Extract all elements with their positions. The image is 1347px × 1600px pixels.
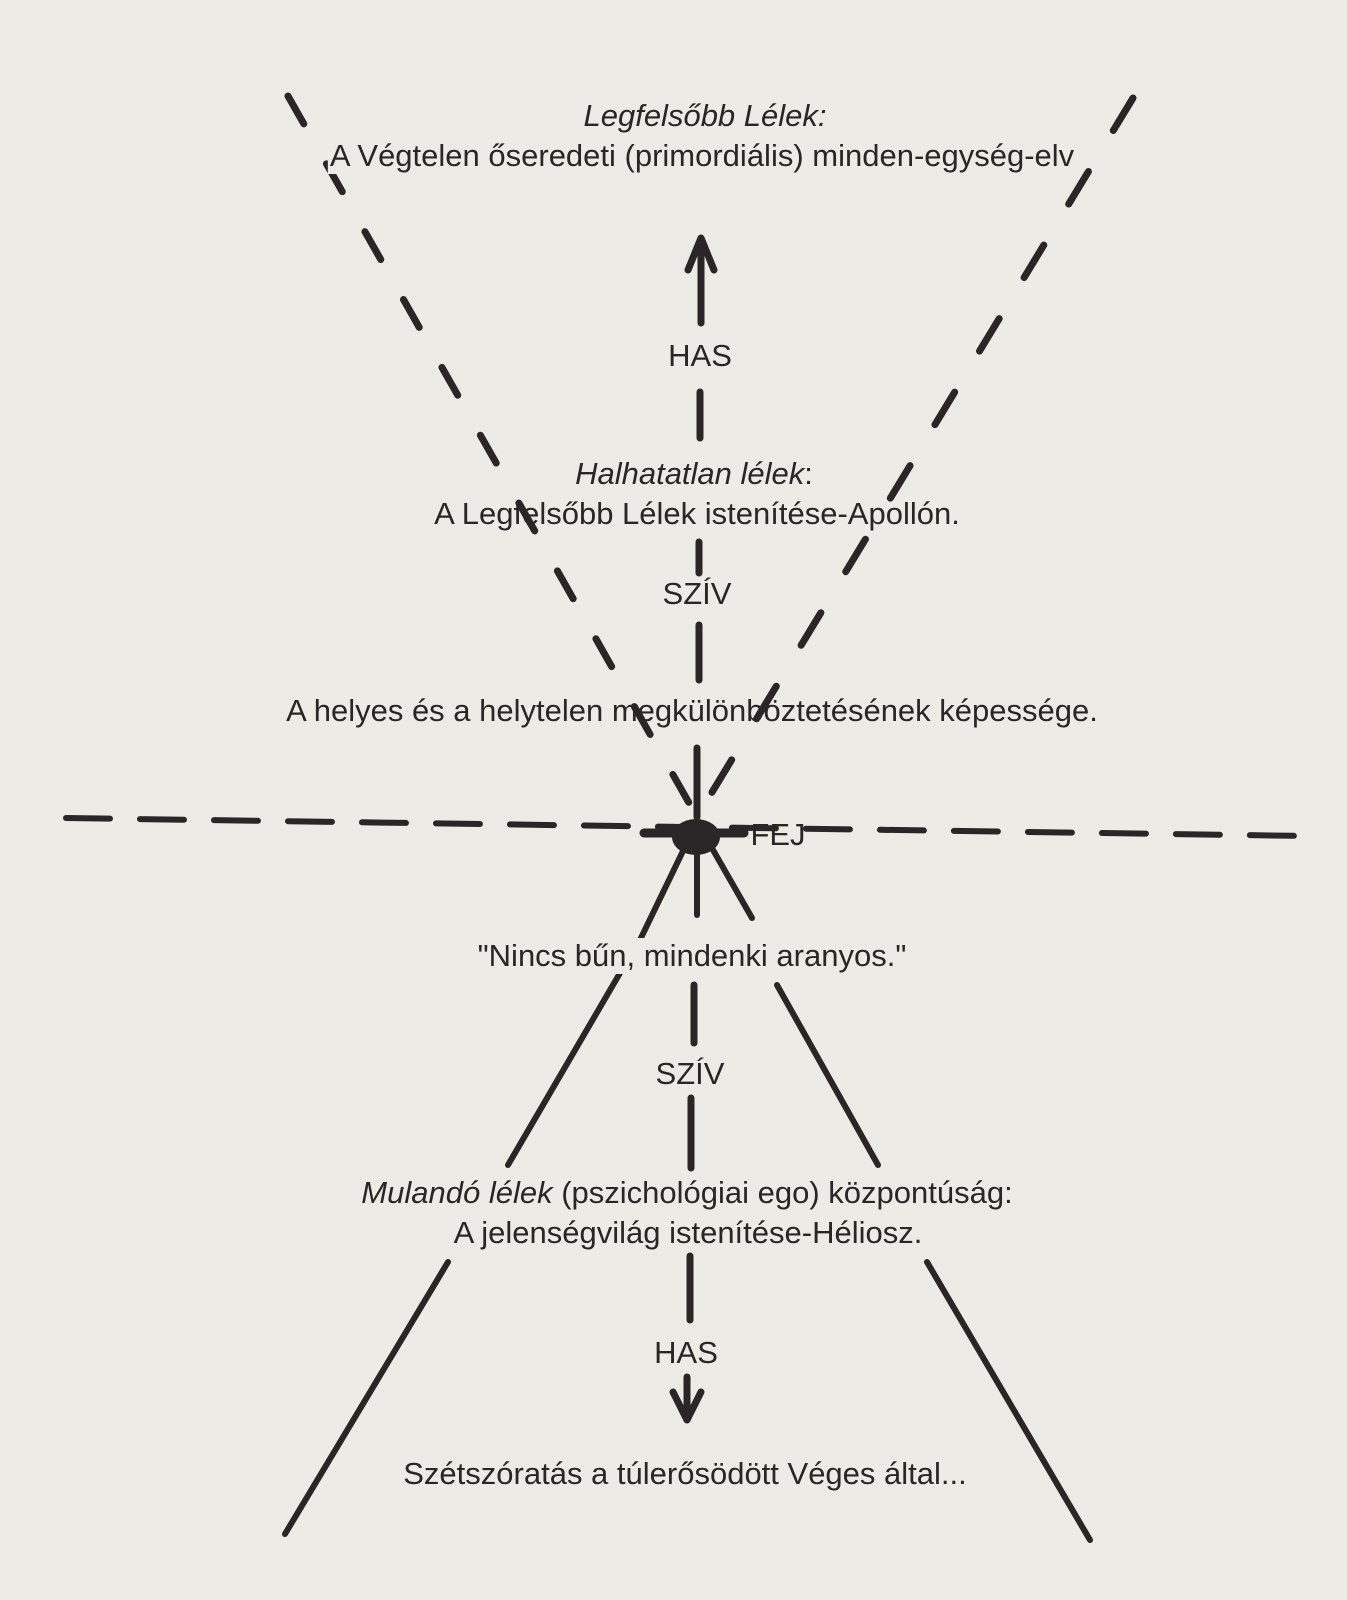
upper-heart-label: SZÍV — [662, 576, 732, 611]
immortal-soul-title-text: Halhatatlan lélek — [575, 456, 805, 491]
middle-right-solid-line — [774, 982, 881, 1168]
immortal-soul-title: Halhatatlan lélek: — [573, 456, 815, 492]
bottom-right-solid-line — [924, 1259, 1093, 1543]
middle-left-solid-line — [505, 970, 623, 1168]
head-label: FEJ — [750, 817, 806, 852]
lower-belly-label: HAS — [654, 1335, 718, 1370]
no-sin-quote: "Nincs bűn, mindenki aranyos." — [475, 938, 909, 974]
up-arrow-icon — [684, 234, 718, 274]
mortal-soul-title-text: Mulandó lélek — [361, 1175, 553, 1210]
lower-heart-label: SZÍV — [655, 1056, 725, 1091]
discernment-text: A helyes és a helytelen megkülönböztetés… — [286, 693, 1098, 728]
mortal-soul-title: Mulandó lélek (pszichológiai ego) közpon… — [359, 1175, 1014, 1211]
supreme-soul-title: Legfelsőbb Lélek: — [583, 98, 827, 133]
upper-right-dashed-line — [693, 94, 1137, 821]
mortal-soul-title-rest: (pszichológiai ego) központúság: — [552, 1175, 1013, 1210]
supreme-soul-description: A Végtelen őseredeti (primordiális) mind… — [327, 138, 1077, 174]
upper-belly-label: HAS — [668, 338, 732, 373]
bottom-left-solid-line — [282, 1259, 451, 1537]
immortal-soul-title-colon: : — [804, 456, 813, 491]
mortal-soul-description: A jelenségvilág istenítése-Héliosz. — [453, 1215, 923, 1250]
immortal-soul-description: A Legfelsőbb Lélek istenítése-Apollón. — [434, 496, 960, 531]
upper-left-dashed-line — [284, 92, 701, 821]
dispersion-text: Szétszóratás a túlerősödött Véges által.… — [403, 1456, 967, 1491]
head-point — [672, 819, 720, 855]
down-arrow-icon — [669, 1388, 705, 1424]
